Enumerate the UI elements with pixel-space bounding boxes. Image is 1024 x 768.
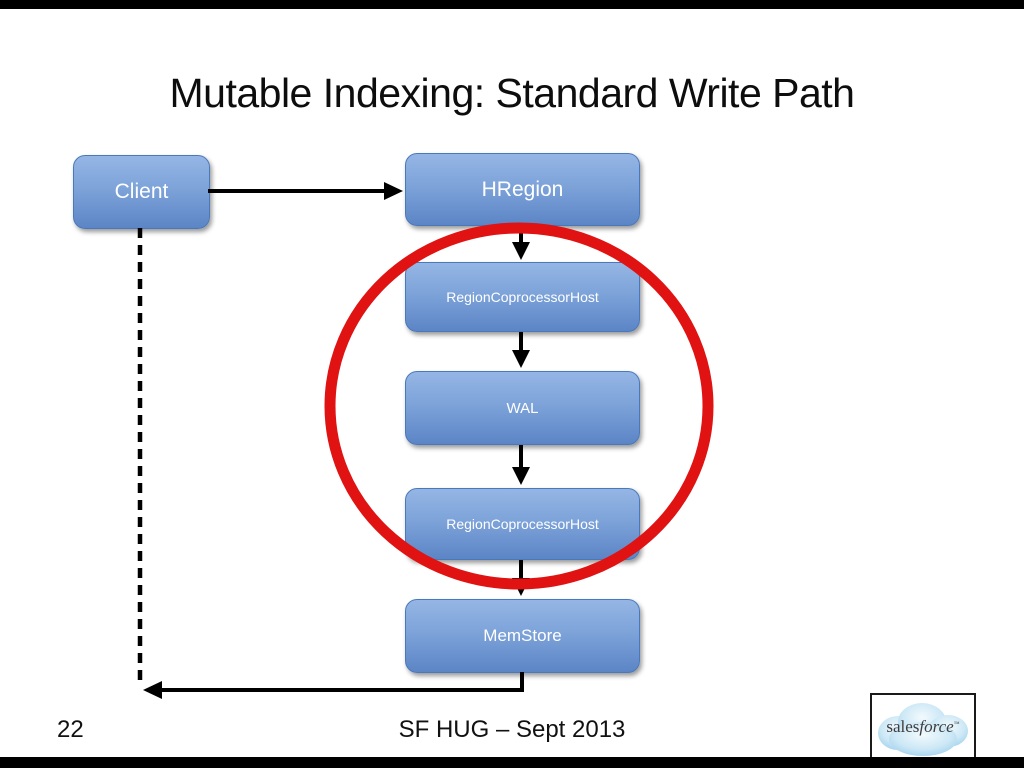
salesforce-logo: salesforce™: [870, 693, 976, 763]
node-wal-label: WAL: [506, 399, 539, 417]
node-rch1-label: RegionCoprocessorHost: [446, 289, 599, 305]
node-rch2-label: RegionCoprocessorHost: [446, 516, 599, 532]
node-hregion: HRegion: [405, 153, 640, 226]
slide-title: Mutable Indexing: Standard Write Path: [169, 70, 856, 116]
node-regioncoprocessorhost-2: RegionCoprocessorHost: [405, 488, 640, 560]
logo-force-text: force: [919, 717, 954, 736]
arrow-memstore-return: [143, 672, 524, 699]
logo-tm-mark: ™: [953, 721, 960, 728]
logo-sales-text: sales: [886, 717, 920, 736]
node-memstore-label: MemStore: [483, 626, 562, 645]
node-memstore: MemStore: [405, 599, 640, 673]
salesforce-wordmark: salesforce™: [872, 717, 974, 737]
arrow-rch1-wal: [512, 332, 530, 368]
top-letterbox-bar: [0, 0, 1024, 9]
bottom-letterbox-bar: [0, 757, 1024, 768]
arrow-rch2-memstore: [512, 560, 530, 596]
node-regioncoprocessorhost-1: RegionCoprocessorHost: [405, 262, 640, 332]
arrow-hregion-rch1: [512, 226, 530, 260]
node-client-label: Client: [114, 180, 169, 203]
cloud-icon: [878, 703, 968, 756]
arrow-client-hregion: [208, 182, 403, 200]
page-number: 22: [57, 716, 84, 743]
node-wal: WAL: [405, 371, 640, 445]
arrow-wal-rch2: [512, 445, 530, 485]
footer-text: SF HUG – Sept 2013: [398, 716, 626, 743]
node-hregion-label: HRegion: [481, 177, 564, 201]
node-client: Client: [73, 155, 210, 229]
